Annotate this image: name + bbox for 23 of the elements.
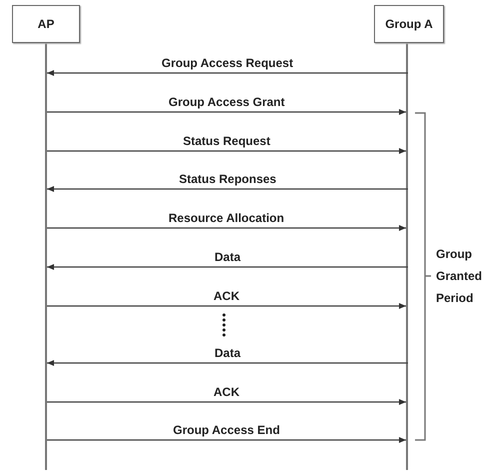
message-arrow xyxy=(47,70,408,76)
message-label: Resource Allocation xyxy=(168,211,284,225)
participant-box: Group A xyxy=(374,5,444,43)
message-label: Group Access Grant xyxy=(168,95,285,109)
message-label: ACK xyxy=(214,385,240,399)
message-arrow xyxy=(47,437,406,443)
message-arrow xyxy=(47,303,406,309)
message-arrow xyxy=(47,264,408,270)
participant-box: AP xyxy=(12,5,80,43)
message-label: Status Reponses xyxy=(179,172,276,186)
message-label: ACK xyxy=(214,289,240,303)
message-arrow xyxy=(47,225,406,231)
message-label: Data xyxy=(214,346,241,360)
message-arrow xyxy=(47,360,408,366)
message-label: Data xyxy=(214,250,241,264)
message-label: Group Access End xyxy=(173,423,280,437)
message-label: Status Request xyxy=(183,134,270,148)
message-arrow xyxy=(47,109,406,115)
message-arrow xyxy=(47,399,406,405)
message-arrow xyxy=(47,148,406,154)
message-arrow xyxy=(47,186,408,192)
period-label: Group Granted Period xyxy=(436,246,484,307)
message-label: Group Access Request xyxy=(162,56,294,70)
